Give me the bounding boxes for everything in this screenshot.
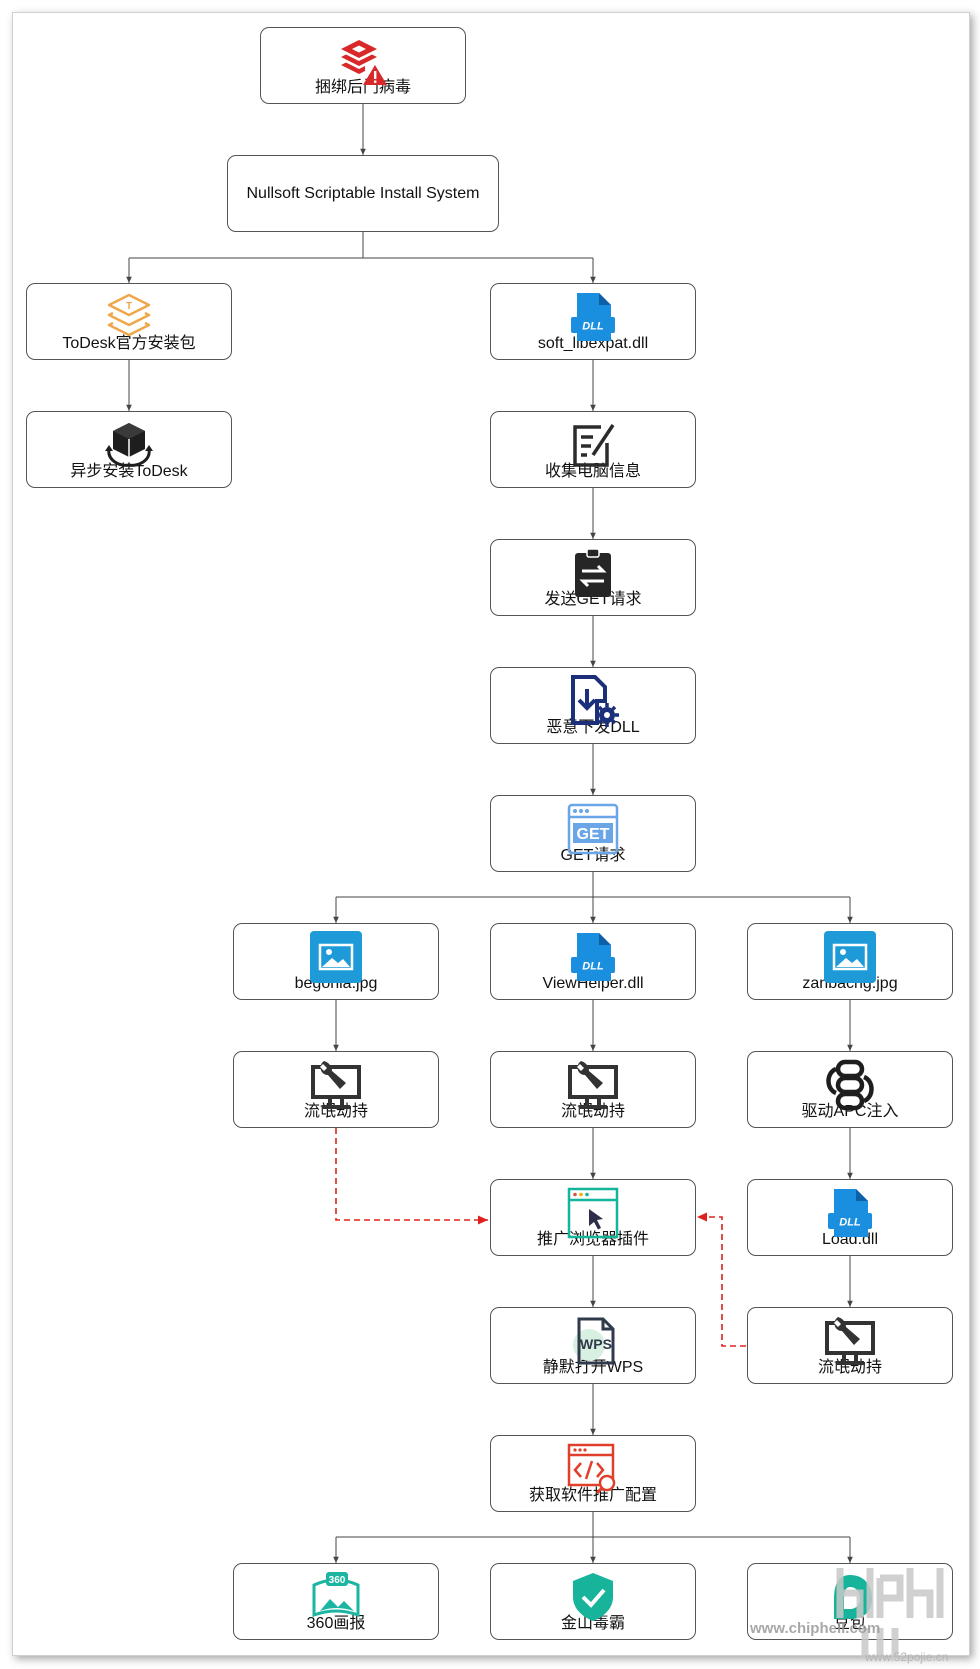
dashed-edge-hijack-browser	[335, 1128, 488, 1225]
node-collect-info: 收集电脑信息	[490, 411, 696, 488]
dll-glyph: DLL	[582, 961, 604, 973]
node-label: 获取软件推广配置	[528, 1487, 657, 1504]
node-label: 捆绑后门病毒	[314, 79, 411, 96]
monitor-wrench-icon	[568, 1061, 618, 1109]
chain-link-icon	[826, 1059, 874, 1111]
edge-get-split	[336, 872, 850, 898]
dll-file-icon: DLL	[828, 1189, 872, 1237]
node-label: 豆包	[833, 1615, 866, 1632]
cube-sync-icon	[105, 423, 153, 467]
node-get-request: GET GET请求	[490, 795, 696, 872]
image-icon	[824, 931, 876, 983]
node-send-get: 发送GET请求	[490, 539, 696, 616]
node-todesk-pkg: T ToDesk官方安装包	[26, 283, 232, 360]
node-label: soft_libexpat.dll	[537, 335, 649, 352]
get-glyph: GET	[577, 826, 610, 843]
node-malicious-dll: 恶意下发DLL	[490, 667, 696, 744]
photo-360-icon: 360	[312, 1572, 360, 1618]
image-icon	[310, 931, 362, 983]
node-label: 静默打开WPS	[542, 1359, 644, 1376]
node-driver-apc: 驱动APC注入	[747, 1051, 953, 1128]
wps-glyph: WPS	[580, 1336, 612, 1352]
wps-document-icon: WPS	[573, 1317, 615, 1365]
node-label: 异步安装ToDesk	[70, 463, 188, 480]
node-hijack-1: 流氓劫持	[233, 1051, 439, 1128]
node-label: 流氓劫持	[817, 1359, 882, 1376]
watermark-site-text-2: www.52pojie.cn	[865, 1650, 949, 1664]
node-label: ViewHelper.dll	[542, 975, 644, 992]
monitor-wrench-icon	[311, 1061, 361, 1109]
node-pictorial-360: 360 360画报	[233, 1563, 439, 1640]
node-viewhelper: DLL ViewHelper.dll	[490, 923, 696, 1000]
node-nsis: Nullsoft Scriptable Install System	[227, 155, 499, 232]
node-label: 流氓劫持	[560, 1103, 625, 1120]
dll-glyph: DLL	[839, 1217, 861, 1229]
node-begonia: begonia.jpg	[233, 923, 439, 1000]
node-todesk-async: 异步安装ToDesk	[26, 411, 232, 488]
layers-warning-icon	[341, 40, 387, 85]
dll-file-icon: DLL	[571, 933, 615, 981]
node-bundled-backdoor: 捆绑后门病毒	[260, 27, 466, 104]
todesk-stack-icon: T	[107, 293, 151, 337]
dll-file-icon: DLL	[571, 293, 615, 341]
node-label: GET请求	[560, 847, 626, 864]
node-zanbacng: zanbacng.jpg	[747, 923, 953, 1000]
node-jinshan-av: 金山毒霸	[490, 1563, 696, 1640]
node-promote-browser: 推广浏览器插件	[490, 1179, 696, 1256]
dll-glyph: DLL	[582, 321, 604, 333]
monitor-wrench-icon	[825, 1317, 875, 1365]
node-soft-libexpat: DLL soft_libexpat.dll	[490, 283, 696, 360]
node-label: 推广浏览器插件	[536, 1231, 649, 1248]
node-hijack-3: 流氓劫持	[747, 1307, 953, 1384]
node-label: 收集电脑信息	[544, 463, 641, 480]
edge-nsis-split	[129, 232, 593, 259]
chiphell-watermark-icon	[836, 1568, 944, 1658]
browser-cursor-icon	[567, 1187, 619, 1239]
node-hijack-2: 流氓劫持	[490, 1051, 696, 1128]
file-download-gear-icon	[571, 675, 619, 727]
node-load-dll: DLL Load.dll	[747, 1179, 953, 1256]
clipboard-exchange-icon	[575, 548, 611, 597]
node-label: 恶意下发DLL	[546, 719, 640, 736]
dashed-edge-hijack3-browser	[697, 1212, 746, 1347]
node-label: 360画报	[306, 1615, 366, 1632]
node-label: 金山毒霸	[560, 1615, 625, 1632]
n360-glyph: 360	[329, 1575, 346, 1586]
code-search-icon	[567, 1443, 616, 1495]
node-label: 流氓劫持	[303, 1103, 368, 1120]
node-label: Nullsoft Scriptable Install System	[246, 184, 480, 202]
node-silent-wps: WPS 静默打开WPS	[490, 1307, 696, 1384]
edit-document-icon	[573, 424, 615, 467]
shield-check-icon	[573, 1573, 613, 1621]
edge-config-split	[336, 1512, 850, 1538]
node-fetch-config: 获取软件推广配置	[490, 1435, 696, 1512]
browser-get-icon: GET	[567, 803, 619, 855]
node-label: ToDesk官方安装包	[62, 335, 196, 352]
watermark-site-text: www.chiphell.com	[750, 1620, 881, 1637]
node-label: 发送GET请求	[544, 591, 642, 608]
node-label: 驱动APC注入	[801, 1103, 899, 1120]
node-doubao: 豆包	[747, 1563, 953, 1640]
todesk-t-glyph: T	[126, 301, 132, 312]
